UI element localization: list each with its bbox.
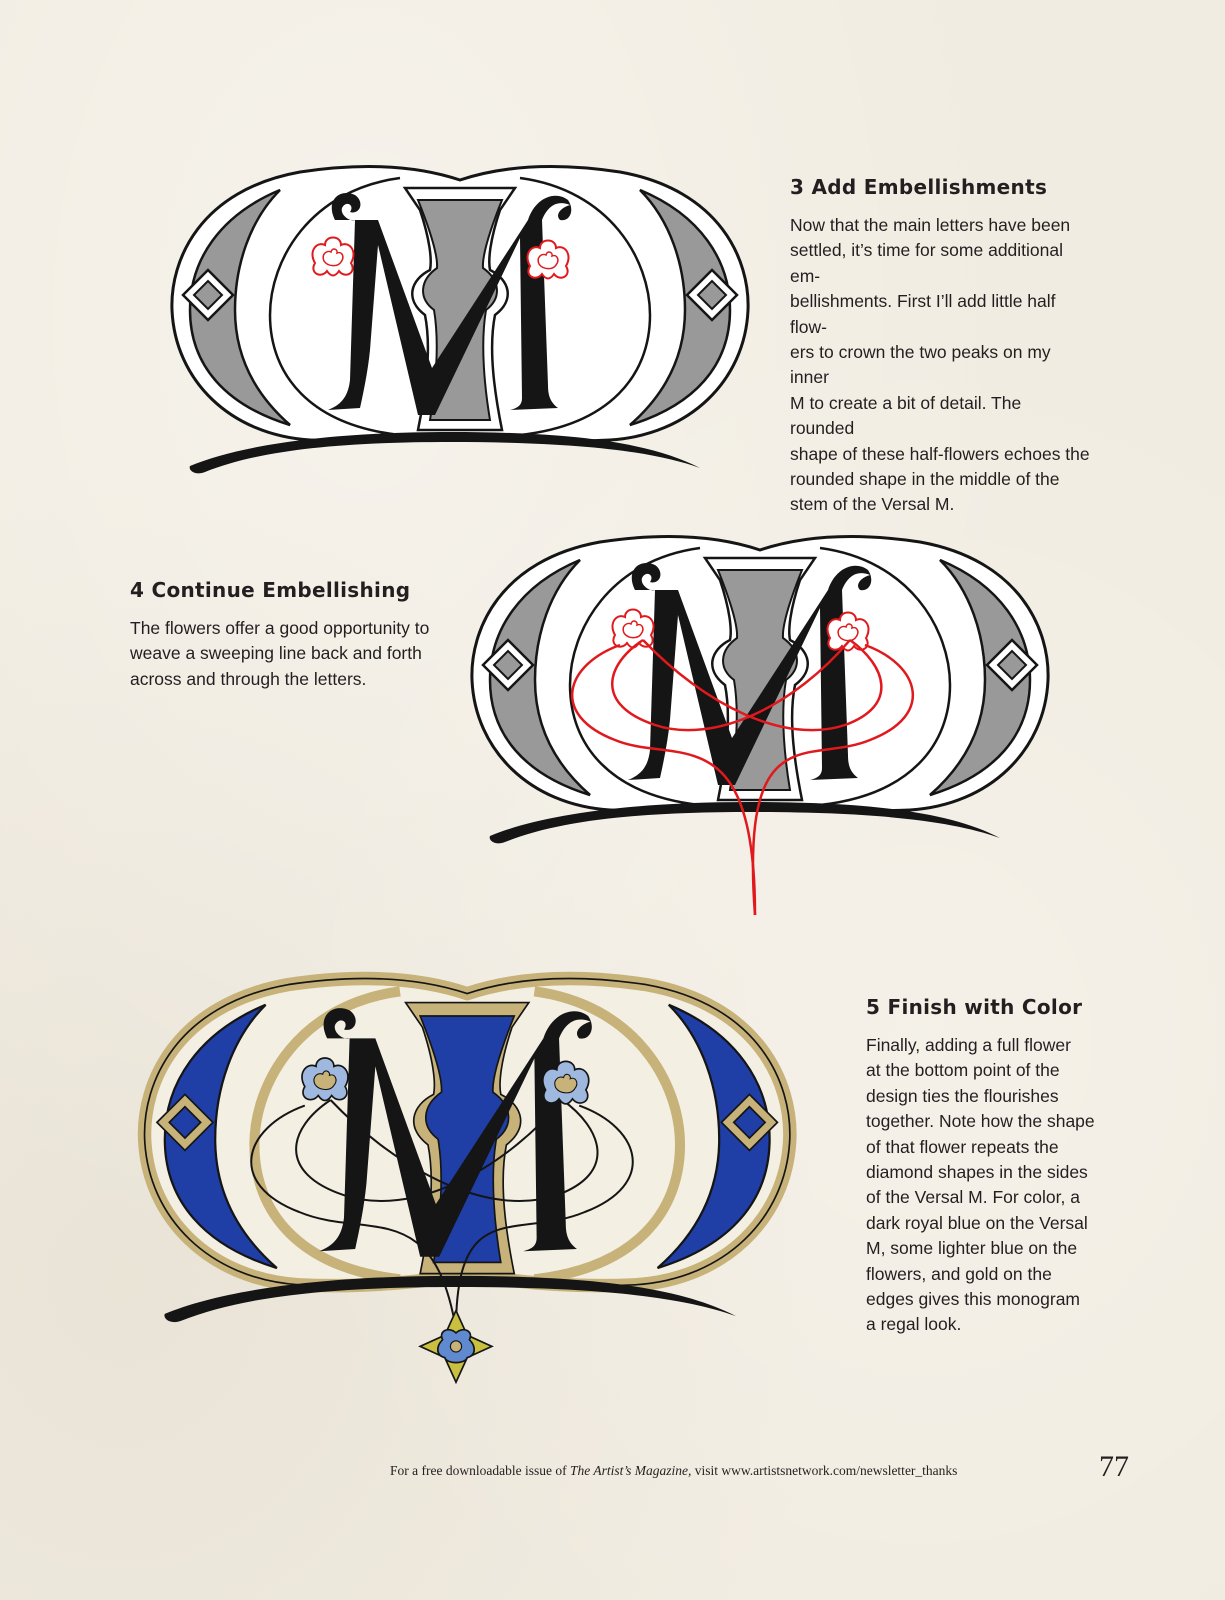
monogram-illustration-step-5 [137, 971, 797, 1385]
step-5-heading: 5 Finish with Color [866, 995, 1083, 1019]
step-5-section: 5 Finish with Color Finally, adding a fu… [866, 995, 1096, 1338]
footer-prefix: For a free downloadable issue of [390, 1463, 570, 1478]
page-number: 77 [1099, 1450, 1129, 1483]
step-4-heading: 4 Continue Embellishing [130, 578, 411, 602]
flower-right [541, 1060, 590, 1105]
red-flourish-line [571, 638, 914, 916]
monogram-illustration-step-4 [470, 535, 1050, 916]
step-3-body: Now that the main letters have been sett… [790, 215, 1090, 515]
flower-left [301, 1057, 349, 1102]
monogram-illustration-step-3 [170, 165, 750, 475]
footer-url-text[interactable]: visit www.artistsnetwork.com/newsletter_… [691, 1463, 958, 1478]
step-4-section: 4 Continue Embellishing The flowers offe… [130, 578, 440, 692]
footer-promo: For a free downloadable issue of The Art… [390, 1463, 957, 1479]
bottom-full-flower [418, 1308, 494, 1385]
step-5-body: Finally, adding a full flower at the bot… [866, 1035, 1095, 1335]
step-3-heading: 3 Add Embellishments [790, 175, 1048, 199]
step-4-body: The flowers offer a good opportunity to … [130, 618, 430, 689]
step-3-section: 3 Add Embellishments Now that the main l… [790, 175, 1090, 518]
footer-magazine-title: The Artist’s Magazine, [569, 1463, 692, 1478]
